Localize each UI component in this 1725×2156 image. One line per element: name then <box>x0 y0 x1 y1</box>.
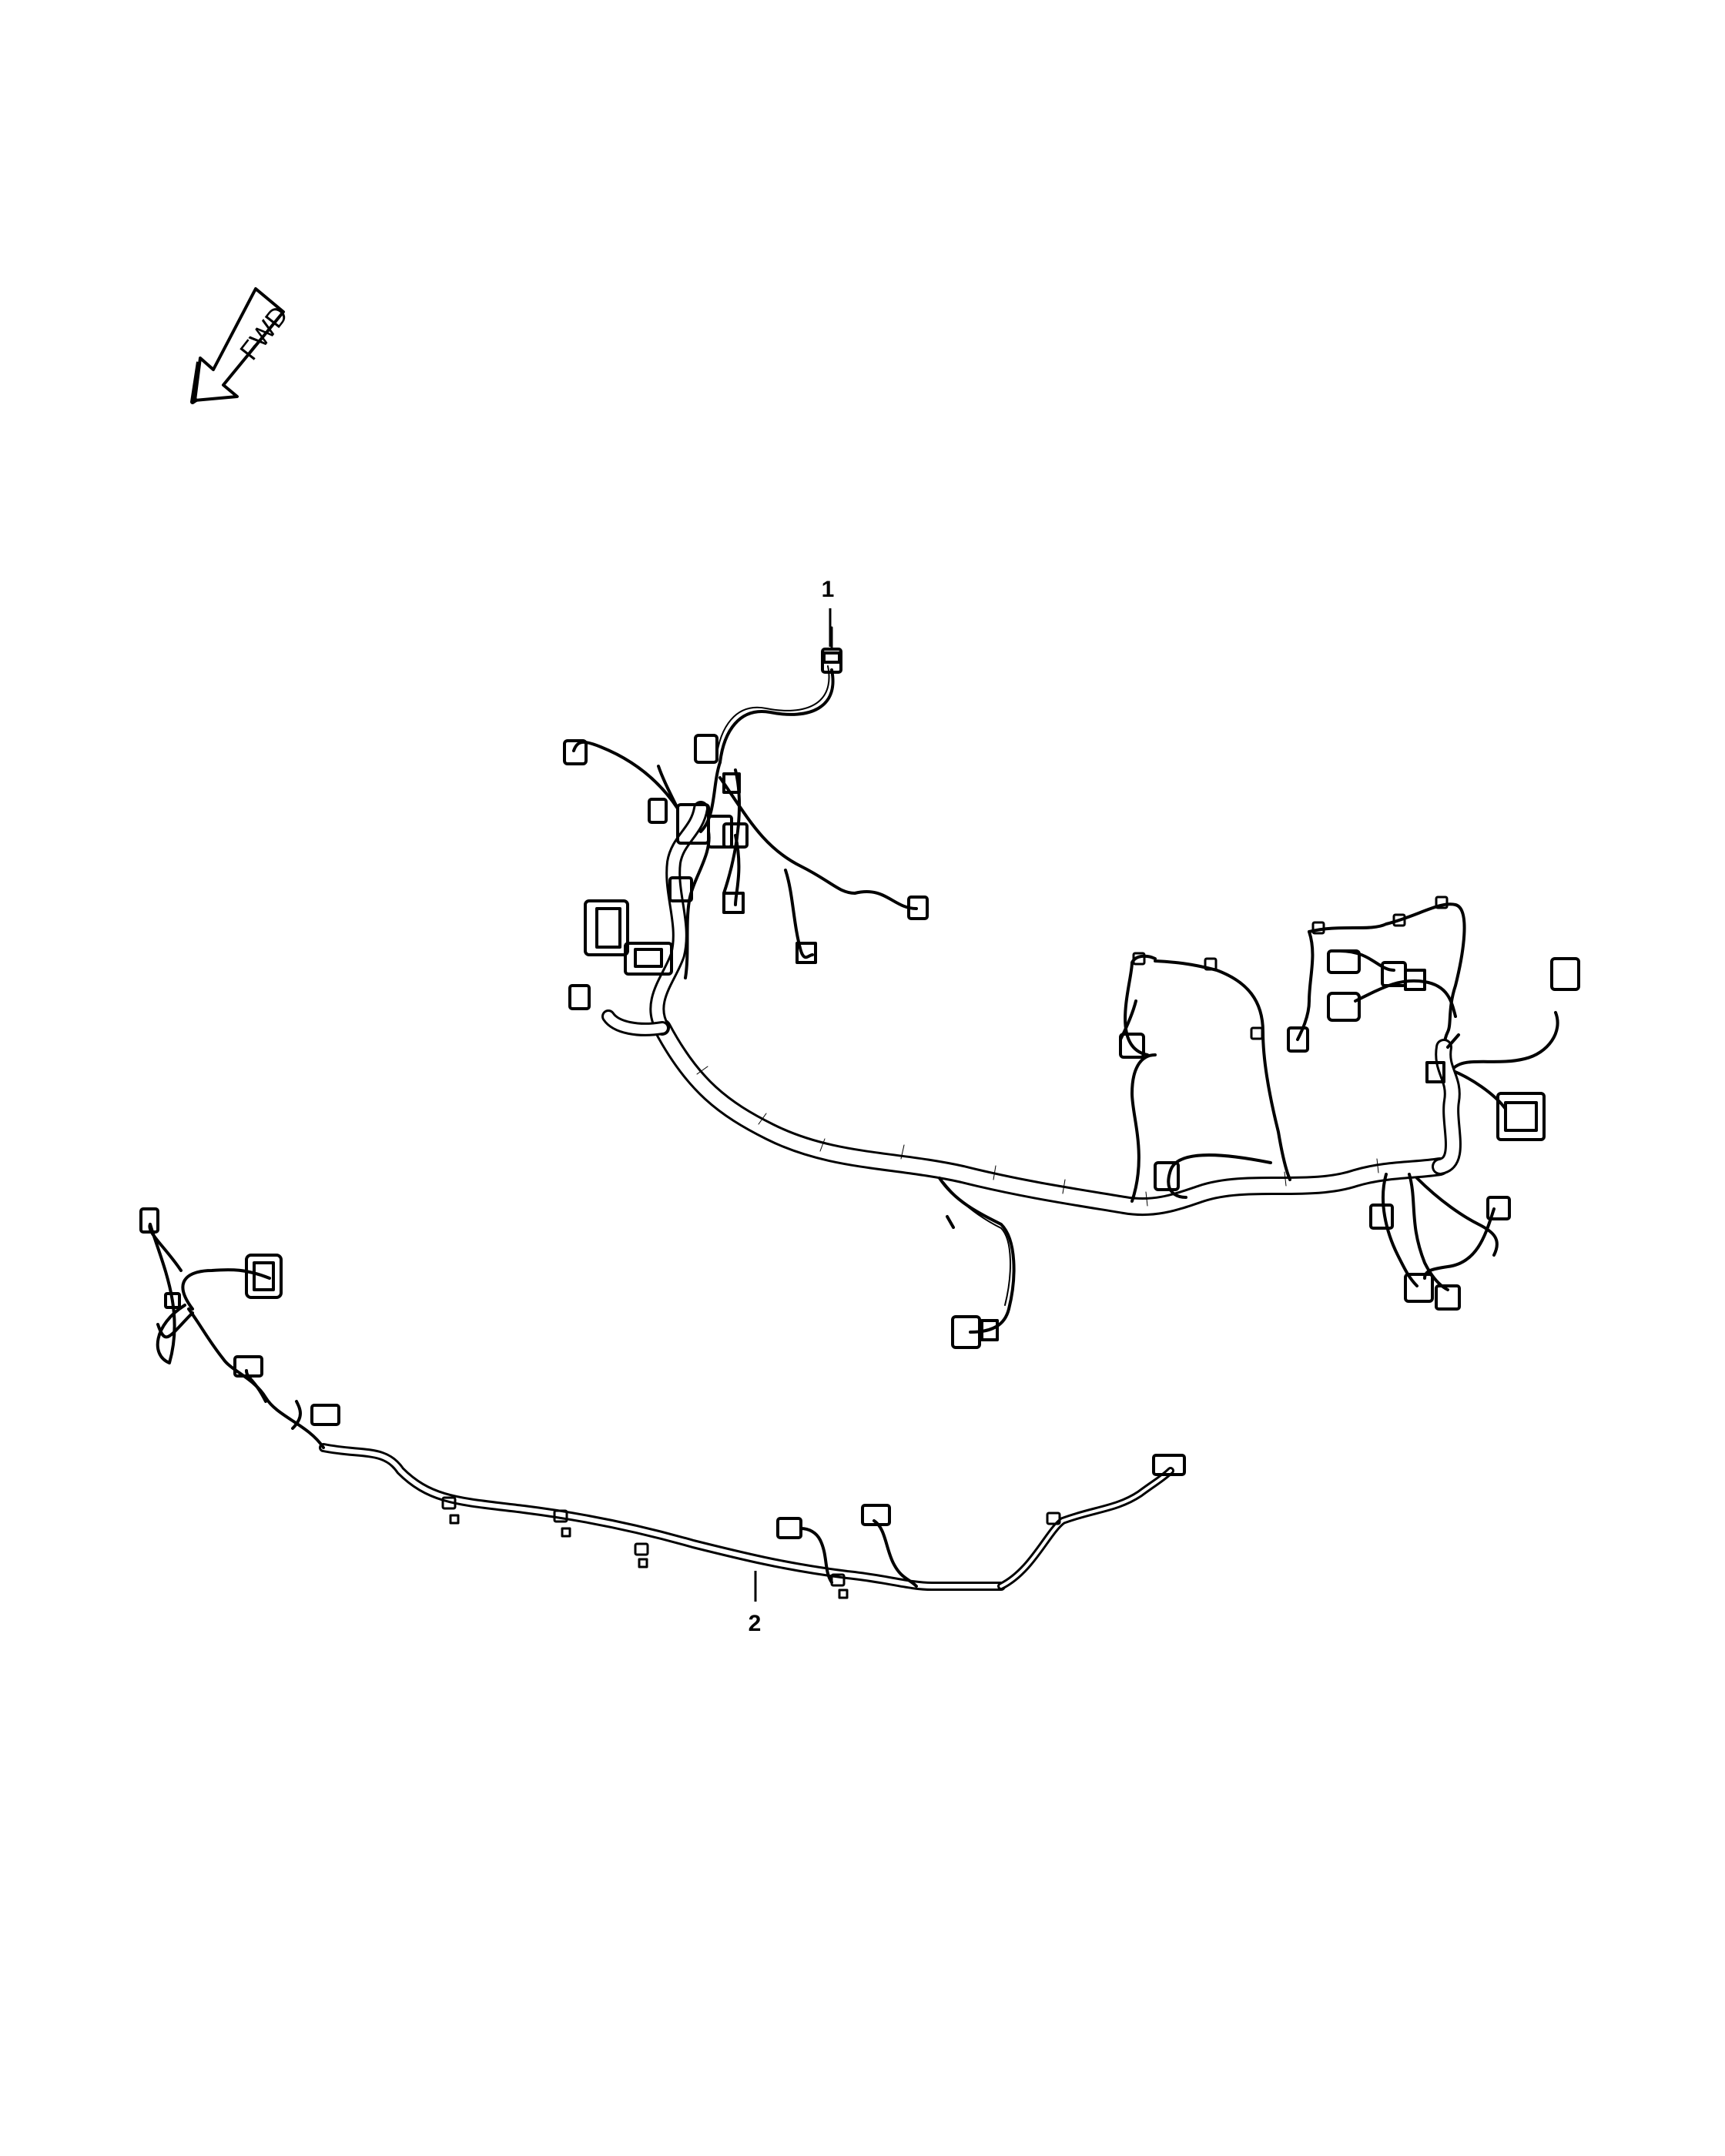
harness-1-left-trunk <box>601 801 708 1036</box>
fwd-arrow-icon: FWD <box>190 287 294 404</box>
harness-1-lower-right-cluster <box>1369 1173 1511 1311</box>
harness-1-clips <box>1132 896 1449 1040</box>
harness-1-upper-connectors <box>563 626 929 1010</box>
harness-1 <box>563 626 1580 1349</box>
harness-1-upper-branches <box>572 665 918 979</box>
callout-2: 2 <box>749 1571 762 1636</box>
harness-2-trunk <box>319 1443 1174 1592</box>
harness-2-clips <box>441 1496 1061 1599</box>
harness-1-lower-branch <box>938 1177 1016 1349</box>
callout-1-label: 1 <box>822 577 835 602</box>
harness-1-right-branches <box>1119 902 1559 1203</box>
harness-2 <box>139 1207 1186 1599</box>
harness-1-right-connectors <box>1119 949 1580 1191</box>
callout-2-label: 2 <box>749 1611 762 1636</box>
harness-1-trunk <box>653 1019 1449 1217</box>
harness-1-right-trunk <box>1432 1039 1462 1175</box>
harness-2-left-end <box>148 1223 325 1449</box>
harness-2-middle-stubs <box>776 1454 1186 1588</box>
harness-2-left-connectors <box>139 1207 340 1426</box>
callout-1: 1 <box>822 577 835 647</box>
